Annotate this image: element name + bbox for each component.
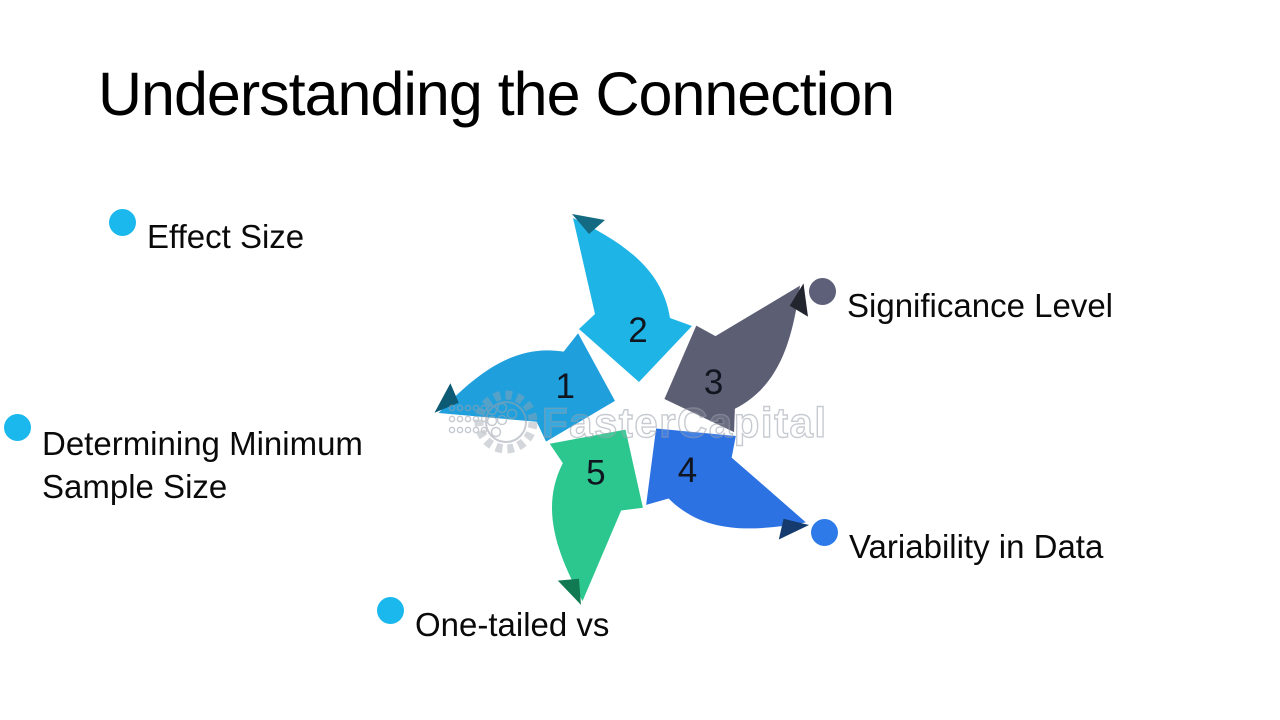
step-number-2: 2 bbox=[628, 311, 647, 350]
bullet-label: Variability in Data bbox=[849, 528, 1104, 565]
bullet-label: Significance Level bbox=[847, 287, 1113, 324]
arrow-shape bbox=[573, 218, 692, 382]
step-number-4: 4 bbox=[678, 451, 697, 490]
arrow-fold bbox=[557, 578, 581, 605]
bullet-label: One-tailed vs bbox=[415, 606, 610, 643]
arrow-fold bbox=[778, 518, 810, 540]
bullet-item-effect-size: Effect Size bbox=[109, 209, 304, 255]
bullet-item-determining-minimum: Determining Minimum Sample Size bbox=[4, 414, 422, 505]
arrow-fold bbox=[789, 283, 808, 317]
page-title: Understanding the Connection bbox=[98, 59, 895, 128]
bullet-icon bbox=[4, 414, 31, 441]
bullet-label: Determining Minimum Sample Size bbox=[42, 425, 363, 505]
watermark-text: FasterCapital bbox=[542, 399, 828, 446]
pinwheel-arrow-4 bbox=[646, 428, 810, 540]
pinwheel-arrow-3 bbox=[664, 283, 808, 433]
arrow-shape bbox=[664, 285, 800, 433]
step-number-3: 3 bbox=[704, 363, 723, 402]
step-number-5: 5 bbox=[586, 453, 605, 492]
pinwheel-arrow-2 bbox=[572, 214, 692, 382]
bullet-item-significance-level: Significance Level bbox=[809, 278, 1113, 324]
gear-icon bbox=[448, 390, 538, 454]
arrow-fold bbox=[434, 383, 459, 413]
bullet-item-variability-in-data: Variability in Data bbox=[811, 519, 1103, 565]
bullet-label: Effect Size bbox=[147, 218, 305, 255]
pinwheel-arrow-5 bbox=[549, 429, 643, 605]
arrow-shape bbox=[646, 428, 806, 529]
bullet-icon bbox=[377, 597, 404, 624]
watermark: FasterCapital bbox=[448, 390, 828, 454]
arrow-shape bbox=[438, 333, 615, 442]
bullet-icon bbox=[109, 209, 136, 236]
bullet-icon bbox=[811, 519, 838, 546]
bullet-icon bbox=[809, 278, 836, 305]
bullet-item-one-tailed: One-tailed vs bbox=[377, 597, 609, 643]
arrow-shape bbox=[549, 429, 643, 602]
arrow-fold bbox=[572, 214, 605, 234]
step-number-1: 1 bbox=[555, 367, 574, 406]
pinwheel-arrow-1 bbox=[434, 333, 615, 442]
